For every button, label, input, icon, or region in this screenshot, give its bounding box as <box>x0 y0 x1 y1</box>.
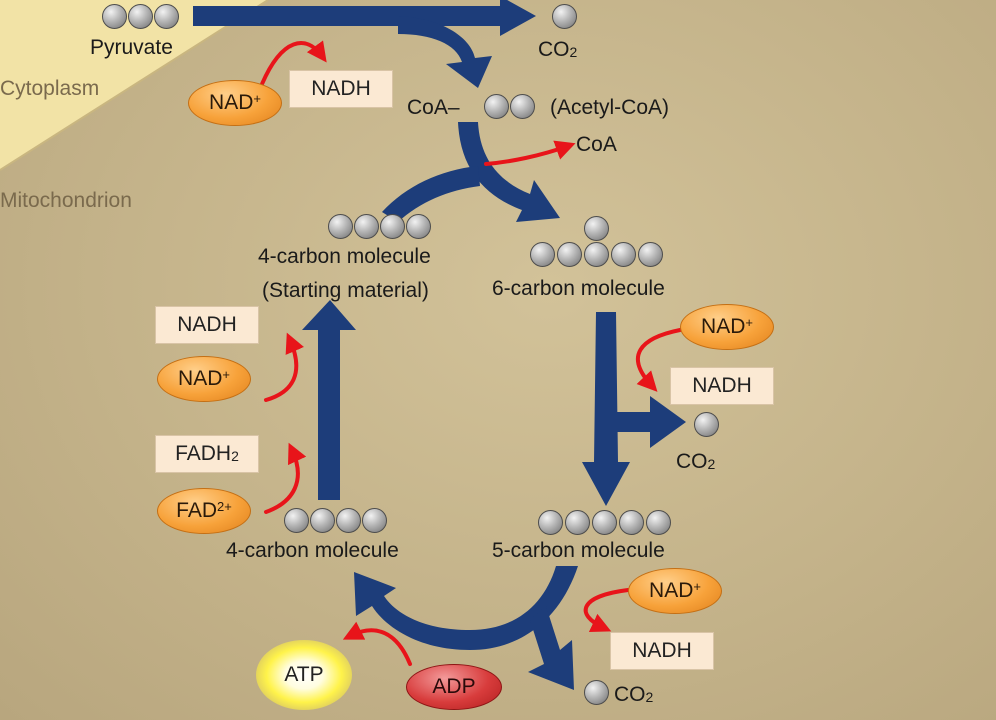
co2-right-label: CO2 <box>676 450 716 473</box>
red-arrow-nad-nadh-bottomright <box>583 588 630 632</box>
co2-top-label: CO2 <box>538 38 578 61</box>
nadh-box-top: NADH <box>289 70 393 108</box>
carbon-ball <box>592 510 617 535</box>
pyruvate-label: Pyruvate <box>90 36 173 59</box>
nad-oval-bottomright: NAD+ <box>628 568 722 614</box>
red-arrow-nad-nadh-right <box>635 328 682 392</box>
cytoplasm-boundary <box>0 0 269 171</box>
carbon-ball <box>484 94 509 119</box>
arrow-4carbon-to-6carbon <box>382 166 480 222</box>
carbon-ball <box>154 4 179 29</box>
carbon-ball <box>619 510 644 535</box>
carbon-ball <box>336 508 361 533</box>
carbon-ball <box>584 680 609 705</box>
carbon-ball <box>584 216 609 241</box>
carbon-ball <box>646 510 671 535</box>
red-arrow-nad-nadh-left <box>264 332 304 402</box>
arrow-4carbon-up <box>302 300 356 500</box>
nadh-box-right: NADH <box>670 367 774 405</box>
adp-oval: ADP <box>406 664 502 710</box>
coa-prefix-label: CoA– <box>407 96 460 119</box>
fad-oval: FAD2+ <box>157 488 251 534</box>
arrow-6carbon-to-5carbon <box>582 312 630 506</box>
nadh-box-left: NADH <box>155 306 259 344</box>
five-carbon-label: 5-carbon molecule <box>492 539 665 562</box>
arrow-branch-to-acetylcoa <box>398 16 492 88</box>
carbon-ball <box>638 242 663 267</box>
starting-material-label: (Starting material) <box>262 279 429 302</box>
arrow-pyruvate-to-co2 <box>193 0 536 36</box>
atp-glow: ATP <box>256 640 352 710</box>
carbon-ball <box>128 4 153 29</box>
arrow-branch-co2-right <box>608 396 686 448</box>
carbon-ball <box>552 4 577 29</box>
four-carbon-bottom-label: 4-carbon molecule <box>226 539 399 562</box>
carbon-ball <box>584 242 609 267</box>
carbon-ball <box>284 508 309 533</box>
carbon-ball <box>557 242 582 267</box>
nadh-box-bottomright: NADH <box>610 632 714 670</box>
carbon-ball <box>362 508 387 533</box>
nad-oval-right: NAD+ <box>680 304 774 350</box>
six-carbon-label: 6-carbon molecule <box>492 277 665 300</box>
acetyl-coa-label: (Acetyl-CoA) <box>550 96 670 119</box>
carbon-ball <box>510 94 535 119</box>
carbon-ball <box>538 510 563 535</box>
arrow-acetylcoa-to-6carbon <box>458 122 560 222</box>
carbon-ball <box>565 510 590 535</box>
carbon-ball <box>310 508 335 533</box>
nad-oval-top: NAD+ <box>188 80 282 126</box>
coa-released-label: CoA <box>576 133 617 156</box>
carbon-ball <box>380 214 405 239</box>
arrow-branch-co2-bottom <box>528 606 574 690</box>
nad-oval-left: NAD+ <box>157 356 251 402</box>
red-arrow-adp-atp <box>342 621 412 666</box>
red-arrow-nad-nadh-top <box>260 40 327 86</box>
cytoplasm-label: Cytoplasm <box>0 77 100 100</box>
fadh2-box: FADH2 <box>155 435 259 473</box>
red-arrow-fad-fadh-left <box>264 442 307 514</box>
mitochondrion-label: Mitochondrion <box>0 189 132 212</box>
carbon-ball <box>530 242 555 267</box>
red-arrow-coa-release <box>484 140 576 166</box>
carbon-ball <box>354 214 379 239</box>
arrow-5carbon-to-4carbon <box>354 566 578 650</box>
carbon-ball <box>406 214 431 239</box>
co2-bottom-label: CO2 <box>614 683 654 706</box>
carbon-ball <box>611 242 636 267</box>
four-carbon-start-label: 4-carbon molecule <box>258 245 431 268</box>
carbon-ball <box>328 214 353 239</box>
carbon-ball <box>102 4 127 29</box>
carbon-ball <box>694 412 719 437</box>
